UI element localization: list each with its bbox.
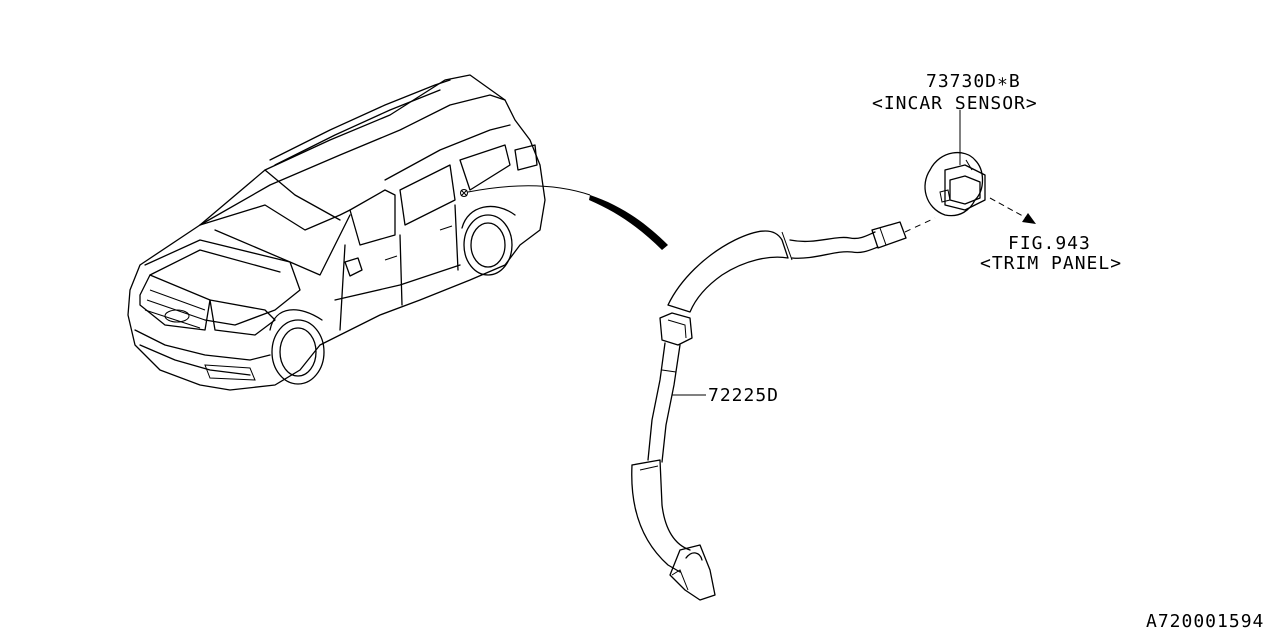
vehicle-illustration bbox=[127, 74, 546, 391]
diagram-id: A720001594 bbox=[1146, 611, 1265, 632]
fig-description: <TRIM PANEL> bbox=[980, 253, 1123, 274]
sensor-description: <INCAR SENSOR> bbox=[872, 93, 1038, 114]
callout-arc bbox=[467, 185, 668, 250]
trim-panel-arrow bbox=[989, 197, 1036, 224]
incar-sensor bbox=[924, 110, 986, 217]
sensor-connection-dash bbox=[904, 217, 936, 233]
sensor-part-number: 73730D∗B bbox=[926, 71, 1021, 92]
hose-part-number: 72225D bbox=[708, 385, 780, 406]
aspirator-hose bbox=[631, 221, 907, 601]
fig-reference: FIG.943 bbox=[1008, 233, 1091, 254]
